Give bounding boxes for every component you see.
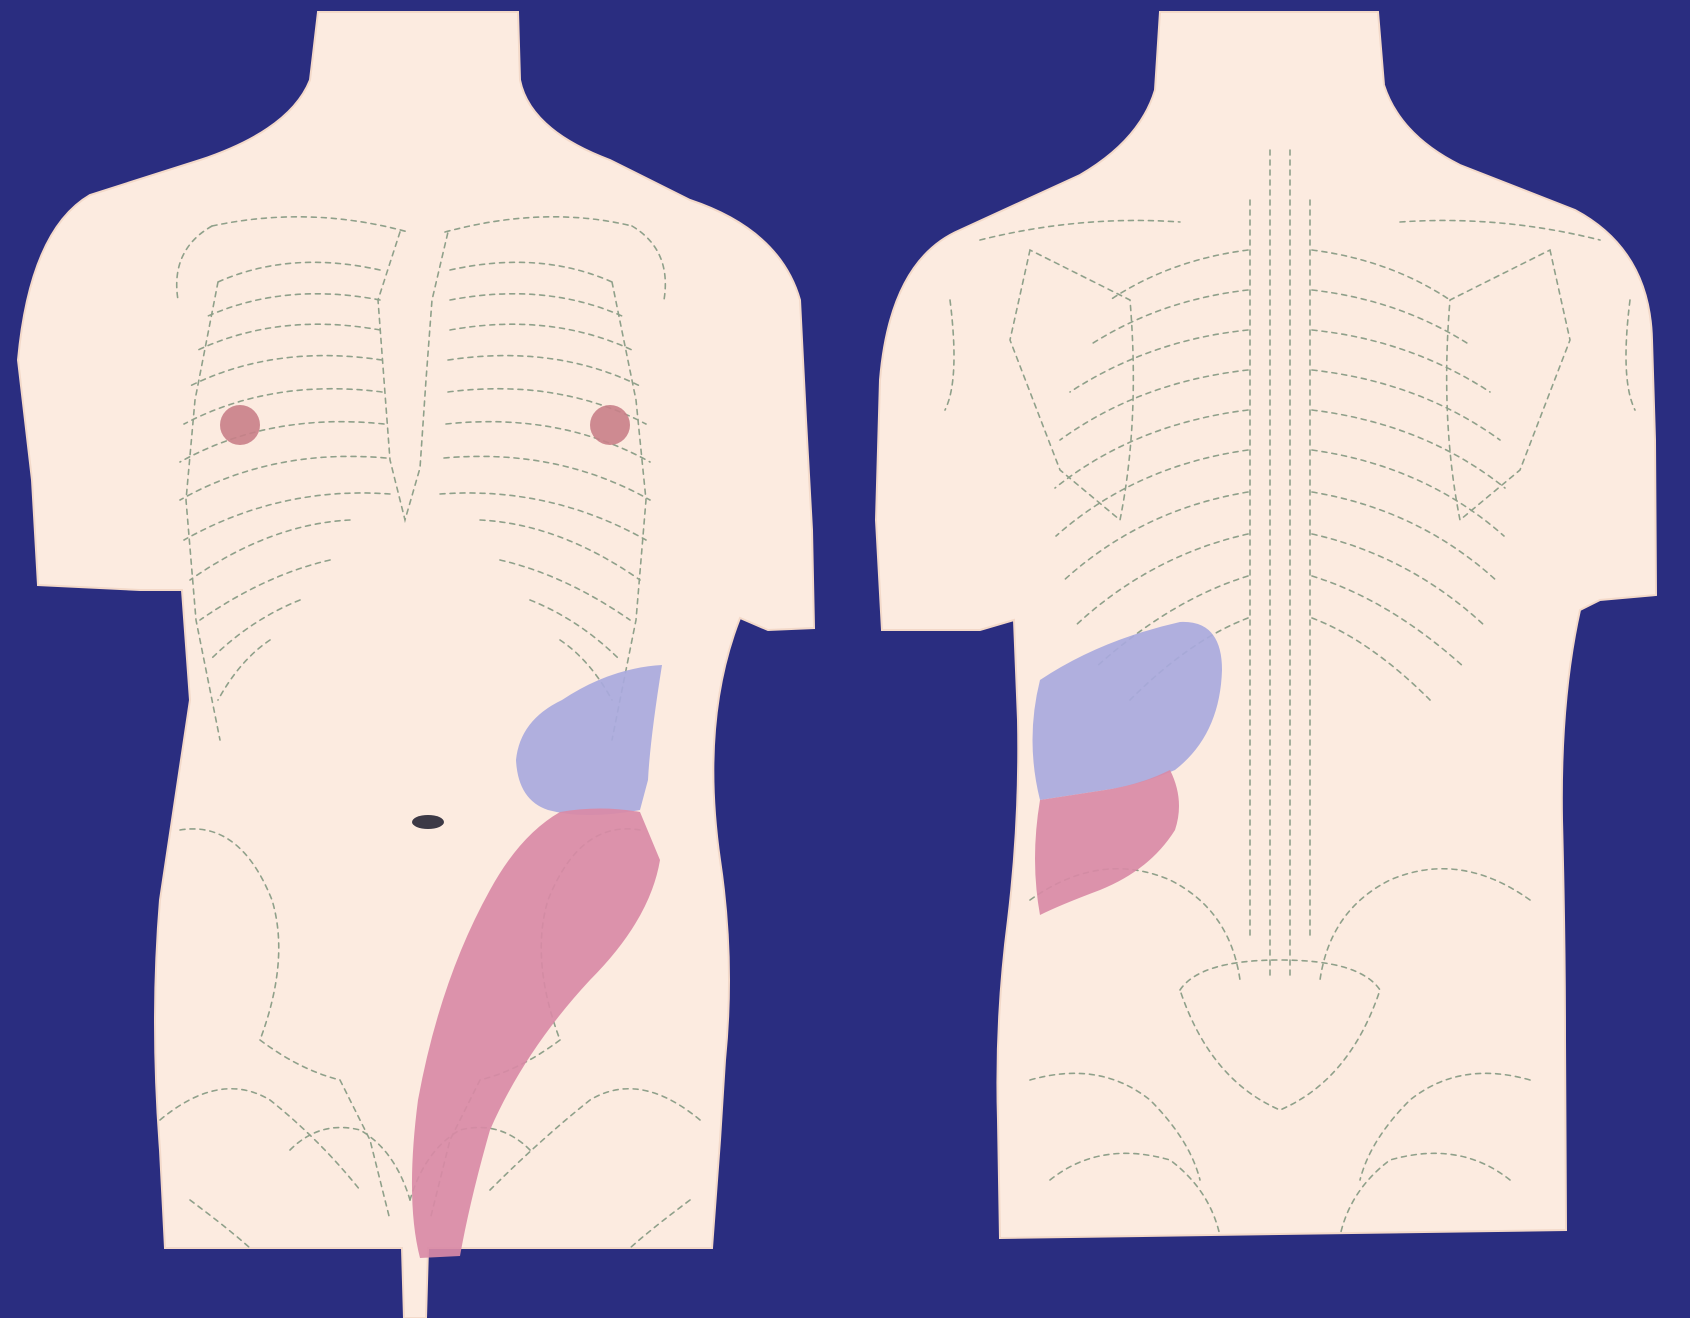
- left-nipple: [220, 405, 260, 445]
- posterior-torso-outline: [876, 12, 1656, 1238]
- anterior-torso-view: [18, 12, 814, 1318]
- navel: [412, 815, 444, 829]
- posterior-torso-view: [876, 12, 1656, 1238]
- right-nipple: [590, 405, 630, 445]
